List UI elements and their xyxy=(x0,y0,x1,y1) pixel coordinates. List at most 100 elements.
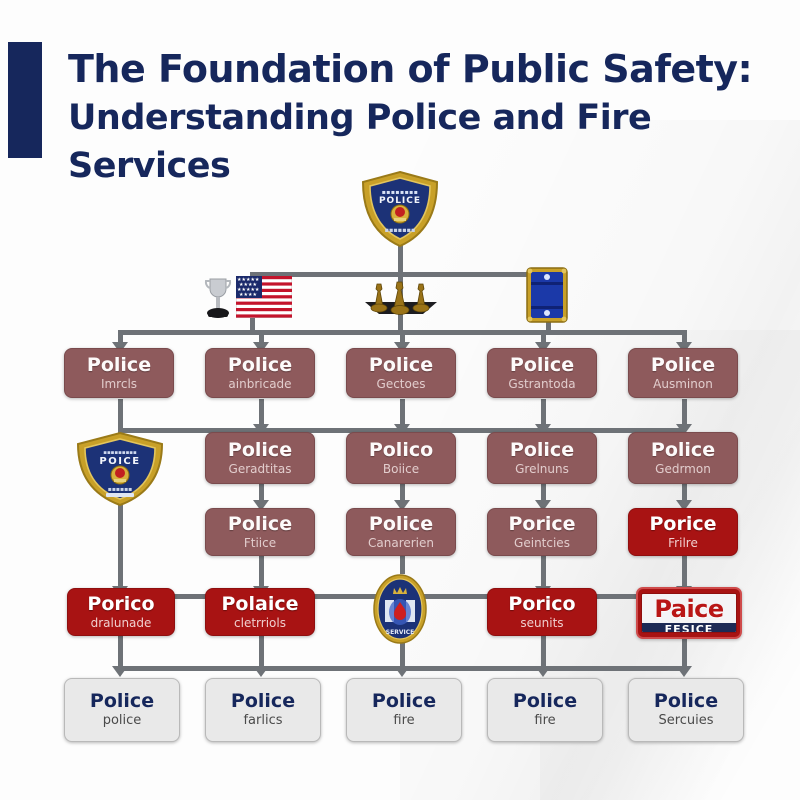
node-r2c4[interactable]: Police Grelnuns xyxy=(487,432,597,484)
arrow-r1c3 xyxy=(394,342,410,353)
title-line-1: The Foundation of Public Safety: xyxy=(68,47,753,91)
node-r2c2[interactable]: Police Geradtitas xyxy=(205,432,315,484)
connector-stem-r1c2 xyxy=(259,399,264,431)
svg-text:▪▪▪▪▪▪▪: ▪▪▪▪▪▪▪ xyxy=(385,226,416,234)
node-subtitle: FESICE xyxy=(664,623,714,633)
connector-drop-r1c4 xyxy=(541,330,546,346)
arrow-r3c4 xyxy=(535,500,551,511)
node-r4c2[interactable]: Polaice cletrriols xyxy=(205,588,315,636)
node-title: Police xyxy=(227,512,293,535)
connector-drop-r1c3 xyxy=(400,330,405,346)
node-subtitle: Canarerien xyxy=(368,535,434,550)
node-r1c5[interactable]: Police Ausminon xyxy=(628,348,738,398)
connector-stem-r4c3 xyxy=(400,640,405,668)
node-subtitle: seunits xyxy=(520,615,564,630)
node-title: Police xyxy=(368,512,434,535)
node-title: Police xyxy=(227,438,293,461)
svg-text:SERVICE: SERVICE xyxy=(386,629,414,636)
node-r1c1[interactable]: Police Imrcls xyxy=(64,348,174,398)
node-subtitle: dralunade xyxy=(90,615,152,630)
connector-stem-r4c1 xyxy=(118,636,123,668)
svg-text:▪▪▪▪▪▪▪▪: ▪▪▪▪▪▪▪▪ xyxy=(382,189,419,196)
fire-service-oval-badge: SERVICE xyxy=(372,574,428,644)
connector-drop-r1c2 xyxy=(259,330,264,346)
node-subtitle: Imrcls xyxy=(100,376,138,391)
police-shield-badge: ▪▪▪▪▪▪▪▪ POLICE ▪▪▪▪▪▪▪ xyxy=(357,170,443,248)
node-title: Porice xyxy=(508,512,576,535)
connector-drop-r1c5 xyxy=(682,330,687,346)
connector-stem-r3c2 xyxy=(259,550,264,596)
node-r4c1[interactable]: Porico dralunade xyxy=(67,588,175,636)
node-r3c4[interactable]: Porice Geintcies xyxy=(487,508,597,556)
node-r3c2[interactable]: Police Ftiice xyxy=(205,508,315,556)
connector-stem-r4c5 xyxy=(682,636,687,668)
arrow-r2c4 xyxy=(535,424,551,435)
arrow-r5c2 xyxy=(253,666,269,677)
node-title: Police xyxy=(509,438,575,461)
node-title: Police xyxy=(653,690,719,712)
connector-stem-r2c5 xyxy=(682,484,687,506)
node-title: Police xyxy=(509,353,575,376)
node-title: Porico xyxy=(508,592,576,615)
node-r1c2[interactable]: Police ainbricade xyxy=(205,348,315,398)
connector-stem-r4c2 xyxy=(259,636,264,668)
connector-col1-long xyxy=(118,428,123,598)
chess-pawns-icon xyxy=(363,276,439,322)
connector-drop-r1c1 xyxy=(118,330,123,346)
node-r5c1[interactable]: Police police xyxy=(64,678,180,742)
arrow-r1c1 xyxy=(112,342,128,353)
node-subtitle: Grelnuns xyxy=(515,461,569,476)
page-title: The Foundation of Public Safety: Underst… xyxy=(68,44,768,190)
node-title: Police xyxy=(230,690,296,712)
emblem-strip: FESICE xyxy=(642,623,736,633)
svg-text:★★★★: ★★★★ xyxy=(239,282,257,288)
node-subtitle: Frilre xyxy=(668,535,698,550)
arrow-r1c2 xyxy=(253,342,269,353)
svg-text:▪▪▪▪▪▪▪▪▪: ▪▪▪▪▪▪▪▪▪ xyxy=(103,450,137,456)
connector-stem-r1c4 xyxy=(541,399,546,431)
connector-stem-r3c3 xyxy=(400,550,405,574)
node-title: Police xyxy=(86,353,152,376)
connector-stem-r3c5 xyxy=(682,550,687,596)
arrow-r1c5 xyxy=(676,342,692,353)
node-subtitle: fire xyxy=(393,713,415,728)
node-title: Porico xyxy=(87,592,155,615)
node-subtitle: Ausminon xyxy=(653,376,713,391)
node-title: Paice xyxy=(654,595,724,623)
trophy-icon xyxy=(203,275,233,323)
node-r1c3[interactable]: Police Gectoes xyxy=(346,348,456,398)
node-r3c3[interactable]: Police Canarerien xyxy=(346,508,456,556)
arrow-r2c2 xyxy=(253,424,269,435)
node-subtitle: fire xyxy=(534,713,556,728)
svg-text:▪▪▪▪▪▪: ▪▪▪▪▪▪ xyxy=(108,486,132,493)
connector-stem-r1c5 xyxy=(682,399,687,431)
arrow-r1c4 xyxy=(535,342,551,353)
svg-text:★★★★: ★★★★ xyxy=(239,292,257,298)
connector-stem-r3c4 xyxy=(541,550,546,596)
node-r2c5[interactable]: Police Gedrmon xyxy=(628,432,738,484)
node-r3c5[interactable]: Porice Frilre xyxy=(628,508,738,556)
node-r2c3[interactable]: Polico Boiice xyxy=(346,432,456,484)
node-r5c2[interactable]: Police farlics xyxy=(205,678,321,742)
node-subtitle: Gstrantoda xyxy=(508,376,576,391)
node-title: Police xyxy=(368,353,434,376)
node-r1c4[interactable]: Police Gstrantoda xyxy=(487,348,597,398)
arrow-r3c5 xyxy=(676,500,692,511)
node-subtitle: Sercuies xyxy=(658,713,714,728)
node-title: Polico xyxy=(368,438,434,461)
node-title: Porice xyxy=(649,512,717,535)
node-r5c5[interactable]: Police Sercuies xyxy=(628,678,744,742)
node-r5c3[interactable]: Police fire xyxy=(346,678,462,742)
node-subtitle: Gectoes xyxy=(376,376,426,391)
title-accent-bar xyxy=(8,42,42,158)
connector-stem-r1c3 xyxy=(400,399,405,431)
node-title: Police xyxy=(227,353,293,376)
node-subtitle: police xyxy=(102,713,142,728)
node-subtitle: Boiice xyxy=(382,461,420,476)
node-r4c4[interactable]: Porico seunits xyxy=(487,588,597,636)
connector-stem-r2c4 xyxy=(541,484,546,506)
node-r4c5-emblem[interactable]: Paice FESICE xyxy=(636,587,742,639)
node-r5c4[interactable]: Police fire xyxy=(487,678,603,742)
node-subtitle: Gedrmon xyxy=(655,461,711,476)
svg-text:★★★★★: ★★★★★ xyxy=(237,277,260,283)
